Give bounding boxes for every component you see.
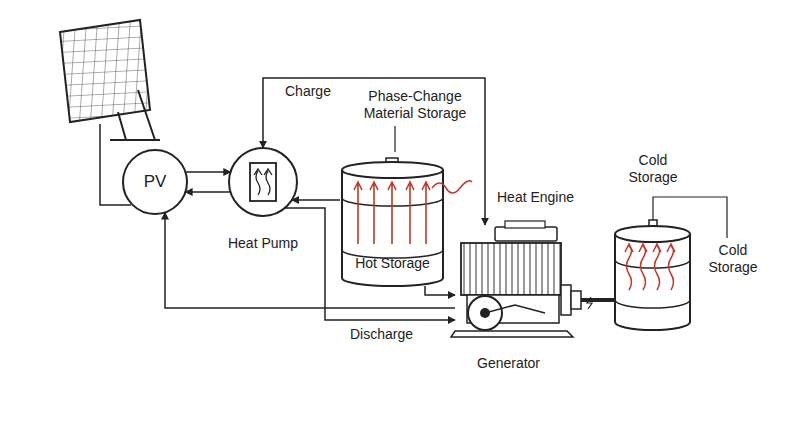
node-label: Heat Engine: [497, 189, 574, 206]
node-label: Heat Pump: [228, 235, 298, 252]
node-outline: [455, 185, 585, 345]
node-label: Cold Storage: [697, 242, 769, 276]
connector: [425, 286, 455, 295]
pv-circle: PV: [122, 149, 188, 215]
edge-label: Discharge: [348, 326, 415, 343]
node-label: Cold Storage: [617, 152, 689, 186]
connector: [185, 171, 230, 173]
storage-label: Phase-Change Material Storage: [350, 88, 480, 122]
heat-pump-circle: Heat Pump: [228, 147, 298, 257]
heat-engine-generator: Heat EngineGenerator: [455, 185, 585, 375]
node-outline: [228, 147, 298, 217]
hot-storage-tank: Hot Storage: [340, 158, 445, 288]
cold-storage-tank: Cold StorageCold Storage: [605, 150, 795, 335]
node-label: Generator: [477, 355, 540, 372]
connector: [292, 199, 340, 201]
connector: [185, 191, 230, 193]
node-label: Hot Storage: [340, 255, 445, 272]
edge-label: Charge: [283, 83, 333, 100]
node-label: PV: [122, 172, 188, 192]
